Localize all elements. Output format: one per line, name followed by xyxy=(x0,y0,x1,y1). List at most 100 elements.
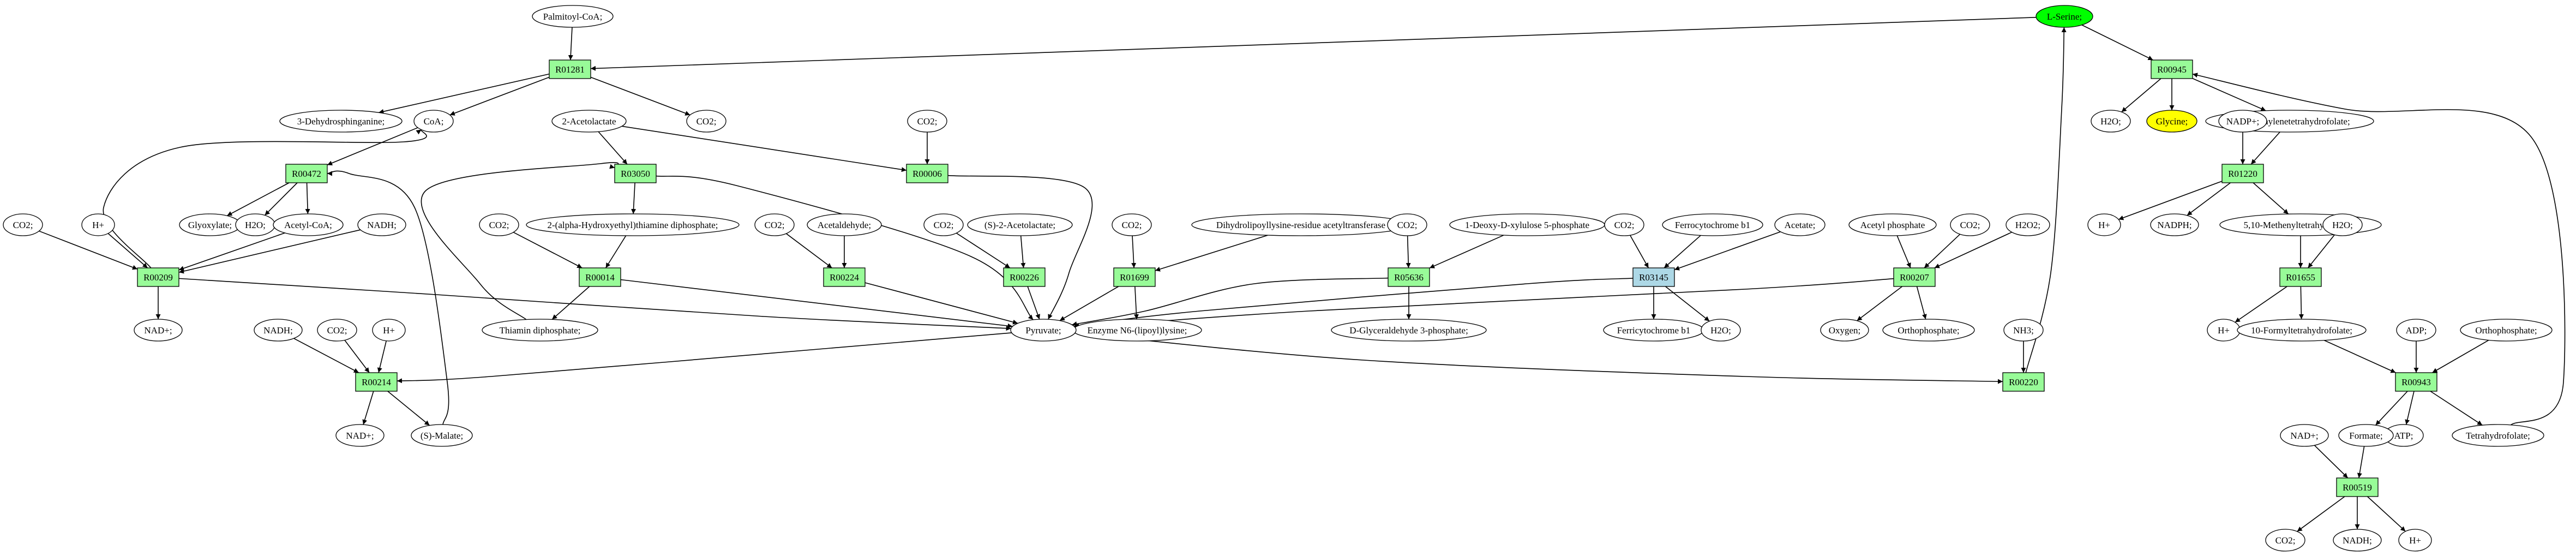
metabolite-hetpp[interactable]: 2-(alpha-Hydroxyethyl)thiamine diphospha… xyxy=(526,213,740,236)
metabolite-formylthf[interactable]: 10-Formyltetrahydrofolate; xyxy=(2237,319,2367,342)
metabolite-formate[interactable]: Formate; xyxy=(2338,424,2394,447)
metabolite-ellipse xyxy=(1010,319,1077,342)
metabolite-ellipse xyxy=(372,319,406,342)
reaction-R00943[interactable]: R00943 xyxy=(2395,372,2437,392)
metabolite-pyruvate[interactable]: Pyruvate; xyxy=(1010,319,1077,342)
metabolite-deoxyxylulose[interactable]: 1-Deoxy-D-xylulose 5-phosphate xyxy=(1449,213,1605,236)
reaction-R00207[interactable]: R00207 xyxy=(1893,267,1936,287)
reaction-R00945[interactable]: R00945 xyxy=(2151,59,2193,79)
metabolite-co2_c[interactable]: CO2; xyxy=(3,213,43,236)
metabolite-hplus_a[interactable]: H+ xyxy=(81,213,115,236)
reaction-R00014[interactable]: R00014 xyxy=(579,267,621,287)
reaction-R05636[interactable]: R05636 xyxy=(1388,267,1430,287)
metabolite-co2_h[interactable]: CO2; xyxy=(1387,213,1427,236)
reaction-R00006[interactable]: R00006 xyxy=(906,164,948,183)
metabolite-co2_d[interactable]: CO2; xyxy=(479,213,519,236)
metabolite-dehydrosph[interactable]: 3-Dehydrosphinganine; xyxy=(279,110,403,133)
edge-R00014-to-thiamin xyxy=(551,286,590,320)
metabolite-label: Thiamin diphosphate; xyxy=(500,325,581,336)
reaction-R01281[interactable]: R01281 xyxy=(549,59,591,79)
reaction-box xyxy=(355,372,398,392)
reaction-label: R00472 xyxy=(292,169,321,179)
metabolite-co2_k[interactable]: CO2; xyxy=(317,319,357,342)
metabolite-acetylcoa[interactable]: Acetyl-CoA; xyxy=(273,213,344,236)
metabolite-h2o2[interactable]: H2O2; xyxy=(2005,213,2050,236)
metabolite-co2_f[interactable]: CO2; xyxy=(923,213,964,236)
reaction-R00519[interactable]: R00519 xyxy=(2336,477,2379,497)
reaction-R00209[interactable]: R00209 xyxy=(137,267,179,287)
metabolite-co2_b[interactable]: CO2; xyxy=(907,110,947,133)
reaction-R00214[interactable]: R00214 xyxy=(355,372,398,392)
metabolite-atp[interactable]: ATP; xyxy=(2383,424,2424,447)
metabolite-nadph[interactable]: NADPH; xyxy=(2150,213,2199,236)
metabolite-serine[interactable]: L-Serine; xyxy=(2035,5,2093,28)
metabolite-ellipse xyxy=(2452,424,2544,447)
metabolite-label: Acetyl phosphate xyxy=(1860,220,1925,230)
metabolite-label: NADPH; xyxy=(2157,220,2191,230)
metabolite-nadh_c[interactable]: NADH; xyxy=(2333,529,2382,552)
metabolite-acetolactate[interactable]: 2-Acetolactate xyxy=(551,110,627,133)
reaction-R03050[interactable]: R03050 xyxy=(614,164,657,183)
metabolite-hplus_d[interactable]: H+ xyxy=(2207,319,2241,342)
metabolite-hplus_c[interactable]: H+ xyxy=(2087,213,2121,236)
metabolite-nadp_c[interactable]: NAD+; xyxy=(2280,424,2329,447)
metabolite-hplus_e[interactable]: H+ xyxy=(2398,529,2432,552)
reaction-R01699[interactable]: R01699 xyxy=(1113,267,1156,287)
metabolite-ellipse xyxy=(1848,213,1937,236)
metabolite-glyoxylate[interactable]: Glyoxylate; xyxy=(179,213,241,236)
metabolite-ellipse xyxy=(1662,213,1763,236)
metabolite-dihydrolipoyl[interactable]: Dihydrolipoyllysine-residue acetyltransf… xyxy=(1191,213,1410,236)
metabolite-nadp_b[interactable]: NAD+; xyxy=(335,424,385,447)
metabolite-label: NADH; xyxy=(2343,535,2372,546)
metabolite-co2_e[interactable]: CO2; xyxy=(754,213,795,236)
metabolite-label: CO2; xyxy=(696,116,717,127)
edge-R00943-to-thf xyxy=(2430,391,2483,426)
metabolite-s2acetolactate[interactable]: (S)-2-Acetolactate; xyxy=(967,213,1073,236)
reaction-R03145[interactable]: R03145 xyxy=(1632,267,1675,287)
reaction-R00224[interactable]: R00224 xyxy=(823,267,866,287)
metabolite-hplus_b[interactable]: H+ xyxy=(372,319,406,342)
metabolite-palmitoyl[interactable]: Palmitoyl-CoA; xyxy=(532,5,614,28)
metabolite-glyceraldehyde[interactable]: D-Glyceraldehyde 3-phosphate; xyxy=(1331,319,1487,342)
reaction-R01655[interactable]: R01655 xyxy=(2279,267,2322,287)
metabolite-nadh_b[interactable]: NADH; xyxy=(254,319,303,342)
metabolite-acetylphos[interactable]: Acetyl phosphate xyxy=(1848,213,1937,236)
reaction-R01220[interactable]: R01220 xyxy=(2221,164,2264,183)
metabolite-coa[interactable]: CoA; xyxy=(413,110,454,133)
metabolite-h2o_c[interactable]: H2O; xyxy=(2091,110,2131,133)
reaction-box xyxy=(1632,267,1675,287)
metabolite-acetate[interactable]: Acetate; xyxy=(1774,213,1826,236)
metabolite-thiamin[interactable]: Thiamin diphosphate; xyxy=(482,319,598,342)
reaction-R00226[interactable]: R00226 xyxy=(1003,267,1046,287)
reaction-R00472[interactable]: R00472 xyxy=(285,164,328,183)
metabolite-label: H+ xyxy=(383,325,395,336)
metabolite-h2o_a[interactable]: H2O; xyxy=(235,213,275,236)
metabolite-ferrocyt[interactable]: Ferrocytochrome b1 xyxy=(1662,213,1763,236)
metabolite-co2_l[interactable]: CO2; xyxy=(2265,529,2305,552)
metabolite-co2_a[interactable]: CO2; xyxy=(686,110,726,133)
metabolite-co2_j[interactable]: CO2; xyxy=(1950,213,1990,236)
edge-co2_i-to-R03145 xyxy=(1630,235,1649,268)
metabolite-co2_g[interactable]: CO2; xyxy=(1112,213,1152,236)
metabolite-oxygen[interactable]: Oxygen; xyxy=(1820,319,1869,342)
metabolite-acetaldehyde[interactable]: Acetaldehyde; xyxy=(807,213,882,236)
metabolite-ferricyt[interactable]: Ferricytochrome b1 xyxy=(1603,319,1704,342)
metabolite-adp[interactable]: ADP; xyxy=(2396,319,2436,342)
metabolite-co2_i[interactable]: CO2; xyxy=(1604,213,1644,236)
metabolite-orthophos_b[interactable]: Orthophosphate; xyxy=(2460,319,2553,342)
metabolite-enzymen6[interactable]: Enzyme N6-(lipoyl)lysine; xyxy=(1072,319,1202,342)
reaction-R00220[interactable]: R00220 xyxy=(2002,372,2045,392)
edge-ferrocyt-to-R03145 xyxy=(1664,235,1701,268)
metabolite-thf[interactable]: Tetrahydrofolate; xyxy=(2452,424,2544,447)
metabolite-orthophos_a[interactable]: Orthophosphate; xyxy=(1882,319,1975,342)
metabolite-label: NADP+; xyxy=(2226,116,2260,127)
metabolite-nh3[interactable]: NH3; xyxy=(2003,319,2044,342)
metabolite-h2o_d[interactable]: H2O; xyxy=(2322,213,2363,236)
metabolite-h2o_b[interactable]: H2O; xyxy=(1701,319,1741,342)
metabolite-nadh_a[interactable]: NADH; xyxy=(357,213,406,236)
metabolite-nadp_a[interactable]: NAD+; xyxy=(134,319,183,342)
reaction-label: R01699 xyxy=(1120,272,1149,283)
metabolite-nadpplus[interactable]: NADP+; xyxy=(2218,110,2267,133)
metabolite-glycine[interactable]: Glycine; xyxy=(2146,110,2197,133)
metabolite-smalate[interactable]: (S)-Malate; xyxy=(411,424,473,447)
